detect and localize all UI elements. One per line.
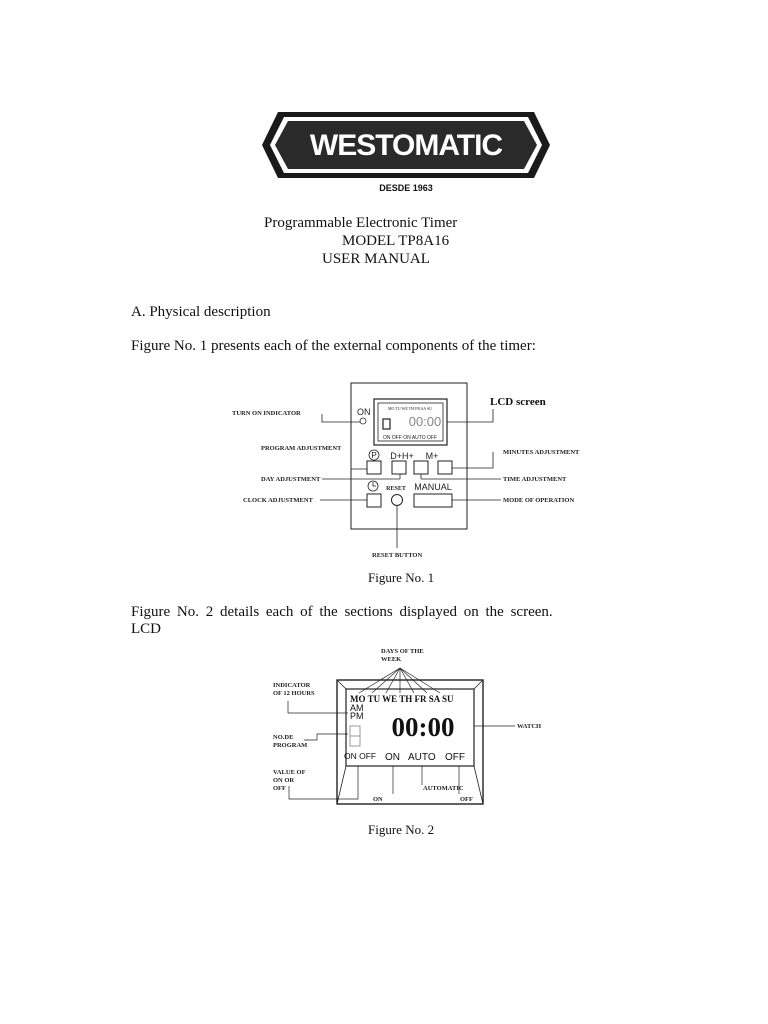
minutes-button [437,460,453,475]
document-title: Programmable Electronic Timer [264,215,458,231]
logo-badge-graphic: WESTOMATIC DESDE 1963 [262,112,550,193]
section-intro: Figure No. 1 presents each of the extern… [131,338,536,354]
program-key-label: P [371,451,376,460]
label-time-adjustment: TIME ADJUSTMENT [503,476,567,483]
turn-on-indicator-led [359,417,367,425]
lcd-days-row: MO TU WE TH FR SA SU [350,694,454,704]
reset-key-label: RESET [386,486,406,492]
lcd-pm: PM [350,711,364,721]
logo-brand-text: WESTOMATIC [310,129,503,162]
lcd-onoff: ON OFF [344,751,376,761]
program-icon [368,449,380,461]
label-value-line1: VALUE OF [273,769,306,776]
dh-key-label: D+H+ [390,451,414,461]
label-minutes-adjustment: MINUTES ADJUSTMENT [503,449,580,456]
lcd-off: OFF [445,752,465,763]
lcd-time: 00:00 [392,712,455,742]
manual-key-label: MANUAL [414,482,452,492]
reset-button [391,494,403,506]
lcd-auto: AUTO [408,752,436,763]
label-day-adjustment: DAY ADJUSTMENT [261,476,321,483]
label-watch: WATCH [517,723,541,730]
label-reset-button: RESET BUTTON [372,552,422,559]
brand-logo: WESTOMATIC DESDE 1963 [258,100,554,196]
label-program-line2: PROGRAM [273,742,307,749]
manual-button [413,493,453,508]
figure-1-diagram: MO TU WE TH FR SA SU 00:00 ON OFF ON AUT… [232,382,580,559]
label-program-line1: NO.DE [273,734,293,741]
label-on: ON [373,796,383,803]
label-clock-adjustment: CLOCK ADJUSTMENT [243,497,314,504]
clock-button [366,493,382,508]
logo-tagline: DESDE 1963 [379,183,433,193]
lcd-am: AM [350,703,364,713]
lcd-inner-frame [345,688,475,767]
timer-lcd-time: 00:00 [409,414,442,429]
label-indicator-line2: OF 12 HOURS [273,690,315,697]
figure-2-caption: Figure No. 2 [368,822,435,837]
m-button [413,460,429,475]
label-value-line2: ON OR [273,777,294,784]
timer-lcd-bottom: ON OFF ON AUTO OFF [383,435,437,441]
label-lcd-screen: LCD screen [490,396,546,408]
label-off: OFF [460,796,473,803]
label-days-line1: DAYS OF THE [381,648,424,655]
m-key-label: M+ [426,451,439,461]
figure-2-intro-line2: LCD [131,621,161,637]
timer-lcd-days: MO TU WE TH FR SA SU [388,406,432,411]
model-number: MODEL TP8A16 [342,233,450,249]
timer-on-text: ON [357,407,371,417]
timer-lcd [373,398,448,446]
section-heading: A. Physical description [131,304,271,320]
label-automatic: AUTOMATIC [423,785,464,792]
lcd-on: ON [385,752,400,763]
program-button [366,460,382,475]
label-turn-on-indicator: TURN ON INDICATOR [232,410,301,417]
label-mode-of-operation: MODE OF OPERATION [503,497,574,504]
label-indicator-line1: INDICATOR [273,682,311,689]
manual-subtitle: USER MANUAL [322,251,430,267]
figure-2-intro-line1: Figure No. 2 details each of the section… [131,604,553,620]
label-value-line3: OFF [273,785,286,792]
figure-1-caption: Figure No. 1 [368,570,435,585]
label-program-adjustment: PROGRAM ADJUSTMENT [261,445,342,452]
label-days-line2: WEEK [381,656,401,663]
dh-button [391,460,407,475]
figure-2-diagram: MO TU WE TH FR SA SU AM PM 00:00 ON OFF … [273,648,541,805]
